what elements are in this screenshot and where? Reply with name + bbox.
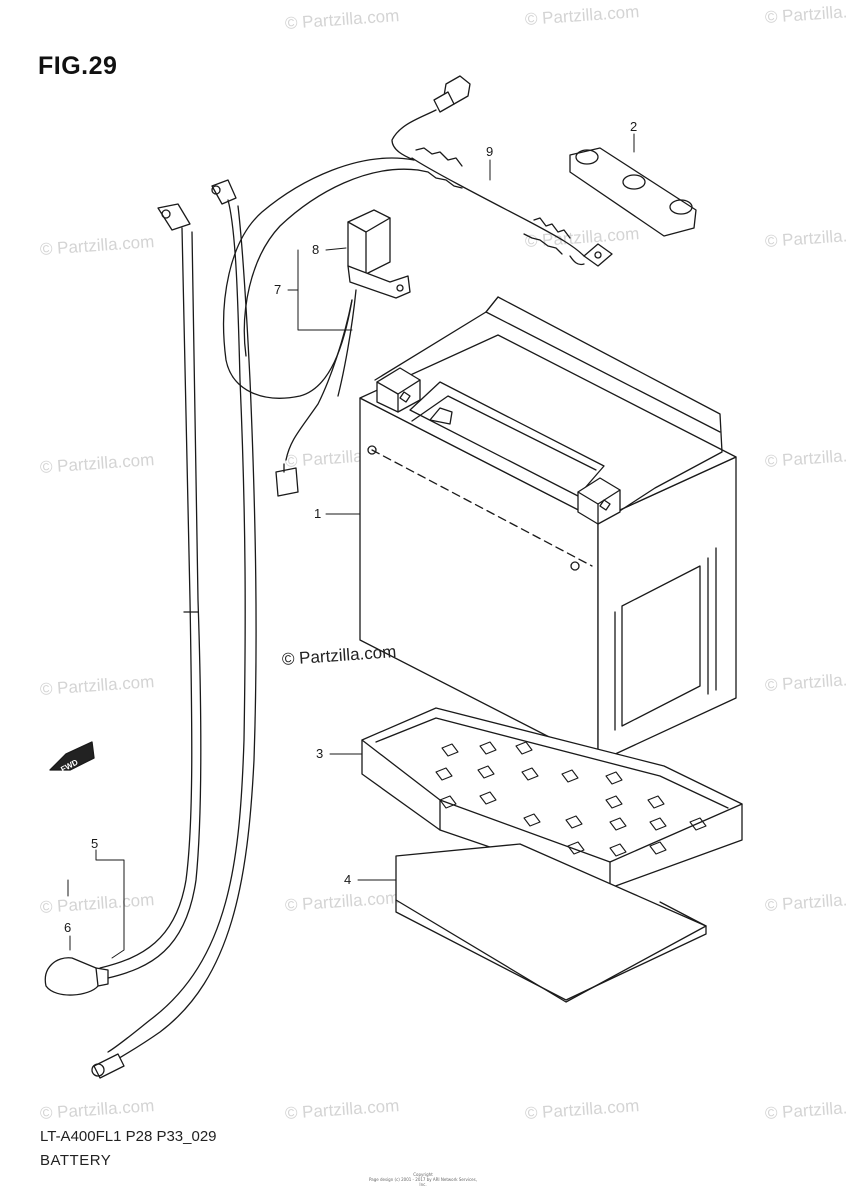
callout-5: 5 — [91, 836, 98, 851]
callout-3: 3 — [316, 746, 323, 761]
terminal-strip-part-2[interactable] — [569, 147, 697, 237]
ground-cable-part-5[interactable] — [99, 203, 202, 979]
fine-print: Copyright Page design (c) 2001 - 2017 by… — [368, 1172, 478, 1187]
diagram-code: LT-A400FL1 P28 P33_029 — [40, 1128, 217, 1145]
terminal-cover-part-6[interactable] — [44, 957, 109, 996]
figure-title: FIG.29 — [38, 52, 118, 80]
relay-part-8[interactable] — [347, 209, 391, 275]
sensor-lead-part-9[interactable] — [391, 75, 613, 267]
wiring-harness — [223, 157, 419, 497]
forward-arrow-icon — [49, 741, 95, 771]
battery-part-1[interactable] — [359, 296, 737, 763]
fine-print-line-1: Copyright — [413, 1172, 433, 1177]
callout-7: 7 — [274, 282, 281, 297]
battery-tray-part-3[interactable] — [361, 707, 743, 889]
callout-1: 1 — [314, 506, 321, 521]
fine-print-line-2: Page design (c) 2001 - 2017 by ARI Netwo… — [369, 1177, 477, 1187]
bracket-part-7[interactable] — [347, 265, 411, 299]
callout-4: 4 — [344, 872, 351, 887]
leader-lines — [67, 133, 635, 959]
callout-8: 8 — [312, 242, 319, 257]
diagram-name: BATTERY — [40, 1152, 112, 1169]
callout-2: 2 — [630, 119, 637, 134]
battery-pad-part-4[interactable] — [395, 843, 707, 1003]
callout-6: 6 — [64, 920, 71, 935]
callout-9: 9 — [486, 144, 493, 159]
callout-labels: 1 2 3 4 5 6 7 8 9 FWD — [59, 119, 637, 935]
battery-cable — [91, 179, 257, 1079]
